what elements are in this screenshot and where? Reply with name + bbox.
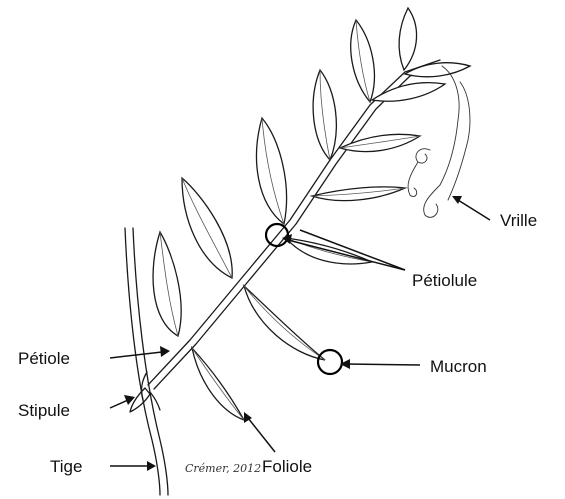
label-stipule: Stipule xyxy=(18,401,70,420)
leaflet xyxy=(192,348,244,420)
label-mucron: Mucron xyxy=(430,357,487,376)
stipule-arrow xyxy=(110,400,128,408)
mucron-circle xyxy=(318,350,342,374)
leaflet xyxy=(313,70,336,160)
signature: Crémer, 2012 xyxy=(185,462,261,475)
label-petiolule: Pétiolule xyxy=(412,271,477,290)
label-vrille: Vrille xyxy=(500,211,537,230)
arrows xyxy=(110,196,490,471)
vrille-arrow xyxy=(458,200,490,220)
petiolule-arrow xyxy=(288,240,405,270)
leaflet xyxy=(244,286,325,360)
leaflets xyxy=(153,8,470,420)
leaflet xyxy=(405,63,470,77)
label-petiole: Pétiole xyxy=(18,349,70,368)
leaflet xyxy=(351,20,375,102)
stipule xyxy=(130,372,160,412)
label-tige: Tige xyxy=(50,457,82,476)
leaflet xyxy=(340,134,420,151)
foliole-arrow xyxy=(248,418,275,452)
mucron-arrow xyxy=(346,364,420,365)
leaflet xyxy=(257,118,287,224)
leaflet xyxy=(399,8,416,70)
leaflet xyxy=(182,178,232,278)
label-foliole: Foliole xyxy=(262,457,312,476)
